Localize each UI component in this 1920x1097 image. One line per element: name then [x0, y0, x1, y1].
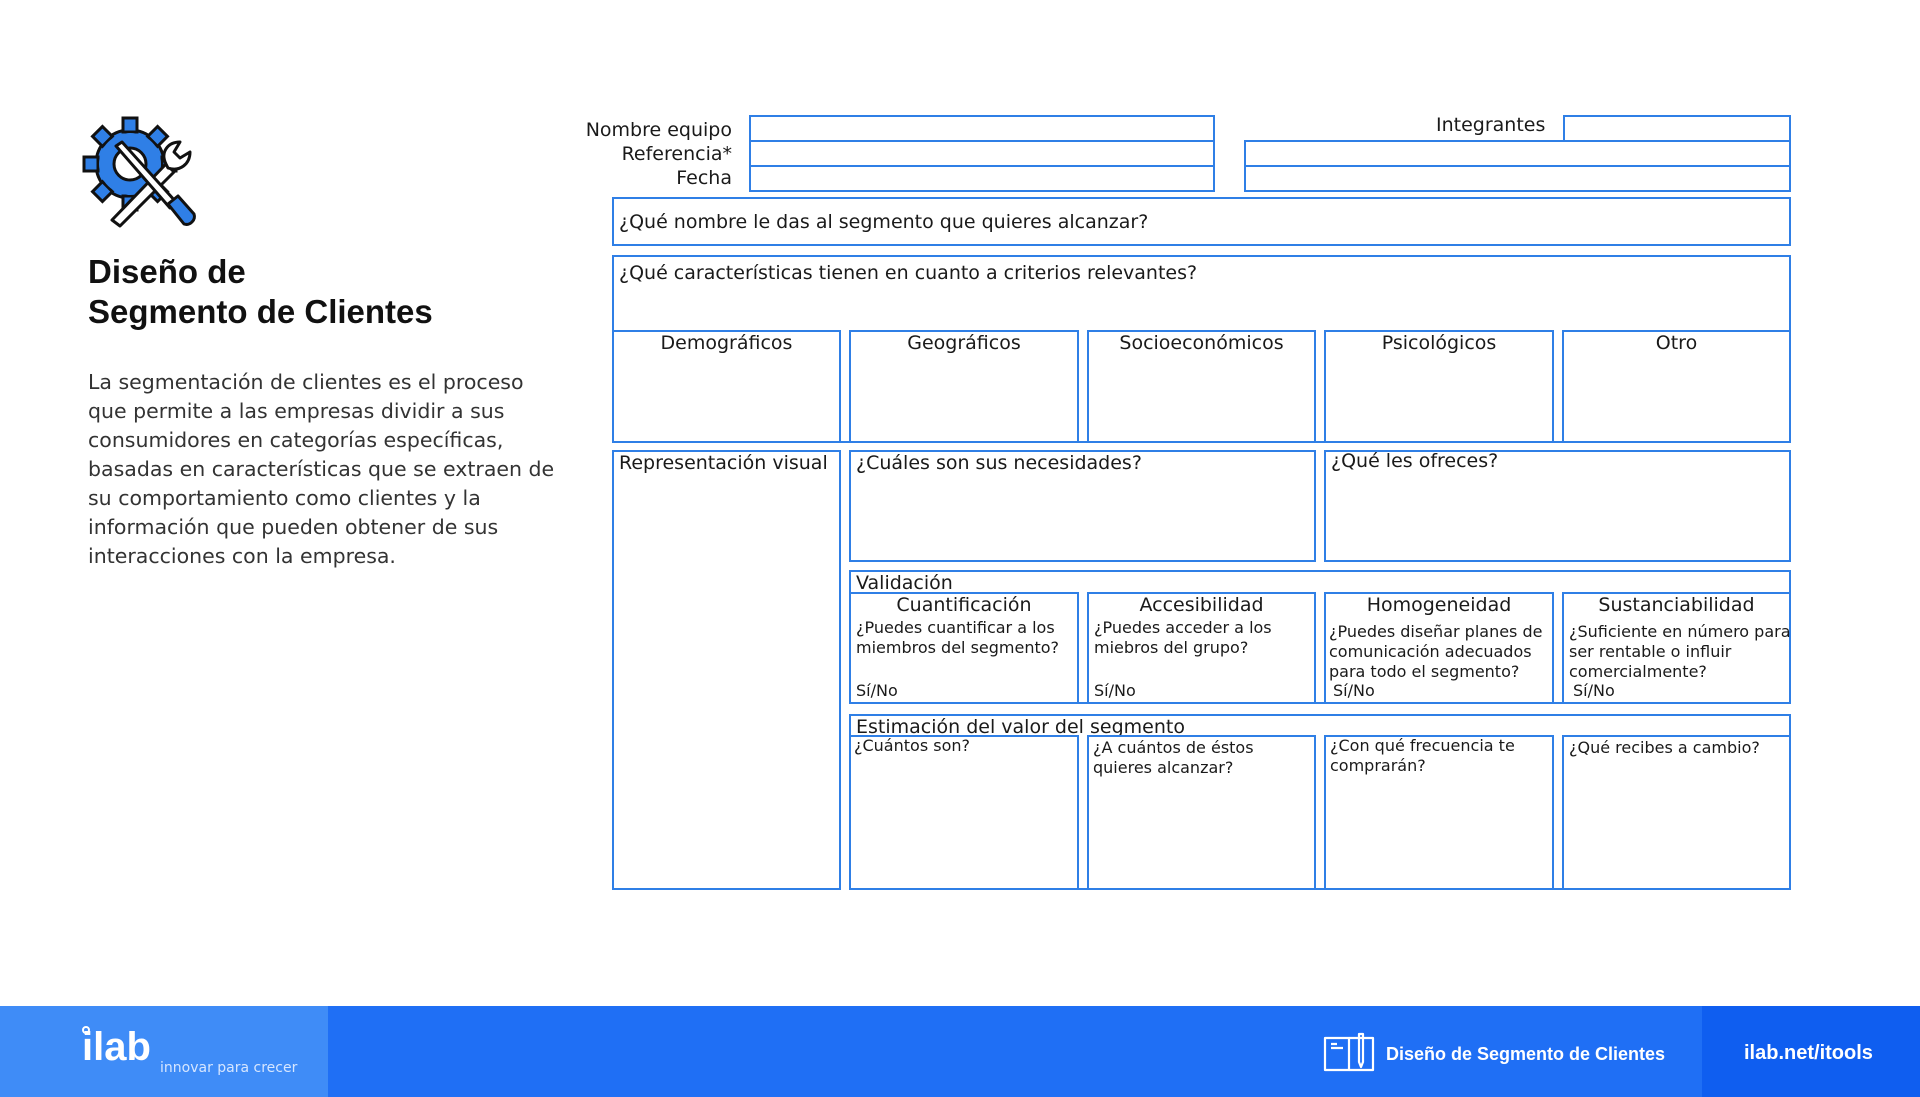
team-name-field[interactable] [749, 115, 1215, 142]
date-field[interactable] [749, 165, 1215, 192]
validation-item-answer: Sí/No [856, 681, 898, 700]
validation-item-answer: Sí/No [1094, 681, 1136, 700]
members-field-2[interactable] [1244, 140, 1791, 167]
validation-item-question: ¿Puedes cuantificar a los miembros del s… [856, 618, 1060, 657]
page-title: Diseño de Segmento de Clientes [88, 252, 433, 332]
estimation-cuantos-son[interactable]: ¿Cuántos son? [849, 735, 1079, 890]
visual-representation-box[interactable]: Representación visual [612, 450, 841, 890]
characteristics-question: ¿Qué características tienen en cuanto a … [619, 262, 1198, 284]
criteria-socioeconomicos[interactable]: Socioeconómicos [1087, 330, 1316, 443]
ilab-logo: ilab [82, 1025, 151, 1069]
members-field-1[interactable] [1563, 115, 1791, 142]
reference-field[interactable] [749, 140, 1215, 167]
criteria-label: Socioeconómicos [1119, 332, 1284, 354]
validation-homogeneidad[interactable]: Homogeneidad ¿Puedes diseñar planes de c… [1324, 592, 1554, 704]
footer-url-panel: ilab.net/itools [1702, 1006, 1920, 1097]
criteria-label: Demográficos [660, 332, 793, 354]
footer-brand: ilab innovar para crecer [0, 1006, 328, 1097]
criteria-geograficos[interactable]: Geográficos [849, 330, 1079, 443]
estimation-frecuencia[interactable]: ¿Con qué frecuencia te comprarán? [1324, 735, 1554, 890]
members-label: Integrantes [1436, 114, 1546, 136]
footer-tool-name: Diseño de Segmento de Clientes [1386, 1044, 1666, 1064]
validation-item-answer: Sí/No [1573, 681, 1615, 700]
offer-box[interactable]: ¿Qué les ofreces? [1324, 450, 1791, 562]
needs-box[interactable]: ¿Cuáles son sus necesidades? [849, 450, 1316, 562]
validation-item-title: Accesibilidad [1139, 594, 1264, 616]
criteria-label: Geográficos [907, 332, 1021, 354]
validation-item-title: Sustanciabilidad [1598, 594, 1755, 616]
criteria-label: Psicológicos [1381, 332, 1497, 354]
needs-question: ¿Cuáles son sus necesidades? [856, 452, 1142, 474]
visual-representation-label: Representación visual [619, 452, 828, 474]
estimation-recibes[interactable]: ¿Qué recibes a cambio? [1562, 735, 1791, 890]
reference-label: Referencia* [621, 143, 732, 165]
page-description: La segmentación de clientes es el proces… [88, 370, 555, 568]
estimation-question: ¿Cuántos son? [854, 736, 970, 755]
footer-url-link[interactable]: ilab.net/itools [1744, 1042, 1873, 1064]
page-title-line1: Diseño de [88, 253, 246, 290]
segment-name-box[interactable]: ¿Qué nombre le das al segmento que quier… [612, 197, 1791, 246]
estimation-title: Estimación del valor del segmento [856, 716, 1185, 738]
validation-item-question: ¿Suficiente en número para ser rentable … [1569, 622, 1791, 681]
date-label: Fecha [676, 167, 732, 189]
ilab-logo-dot-icon [82, 1026, 90, 1034]
validation-item-answer: Sí/No [1333, 681, 1375, 700]
offer-question: ¿Qué les ofreces? [1331, 450, 1499, 472]
validation-sustanciabilidad[interactable]: Sustanciabilidad ¿Suficiente en número p… [1562, 592, 1791, 704]
notebook-pen-icon [1323, 1032, 1375, 1076]
footer-tagline: innovar para crecer [160, 1060, 298, 1076]
estimation-alcanzar[interactable]: ¿A cuántos de éstos quieres alcanzar? [1087, 735, 1316, 890]
criteria-psicologicos[interactable]: Psicológicos [1324, 330, 1554, 443]
gear-wrench-screwdriver-icon [82, 116, 198, 230]
validation-item-question: ¿Puedes diseñar planes de comunicación a… [1329, 622, 1543, 681]
estimation-question: ¿A cuántos de éstos quieres alcanzar? [1093, 738, 1254, 777]
criteria-demograficos[interactable]: Demográficos [612, 330, 841, 443]
validation-title: Validación [856, 572, 953, 594]
validation-item-title: Homogeneidad [1366, 594, 1512, 616]
validation-item-question: ¿Puedes acceder a los miebros del grupo? [1094, 618, 1272, 657]
team-name-label: Nombre equipo [585, 119, 732, 141]
criteria-label: Otro [1655, 332, 1698, 354]
validation-accesibilidad[interactable]: Accesibilidad ¿Puedes acceder a los mieb… [1087, 592, 1316, 704]
segment-name-question: ¿Qué nombre le das al segmento que quier… [619, 211, 1149, 233]
estimation-question: ¿Qué recibes a cambio? [1569, 738, 1760, 757]
validation-cuantificacion[interactable]: Cuantificación ¿Puedes cuantificar a los… [849, 592, 1079, 704]
members-field-3[interactable] [1244, 165, 1791, 192]
page-title-line2: Segmento de Clientes [88, 293, 433, 330]
criteria-otro[interactable]: Otro [1562, 330, 1791, 443]
estimation-question: ¿Con qué frecuencia te comprarán? [1330, 736, 1515, 775]
validation-item-title: Cuantificación [896, 594, 1032, 616]
